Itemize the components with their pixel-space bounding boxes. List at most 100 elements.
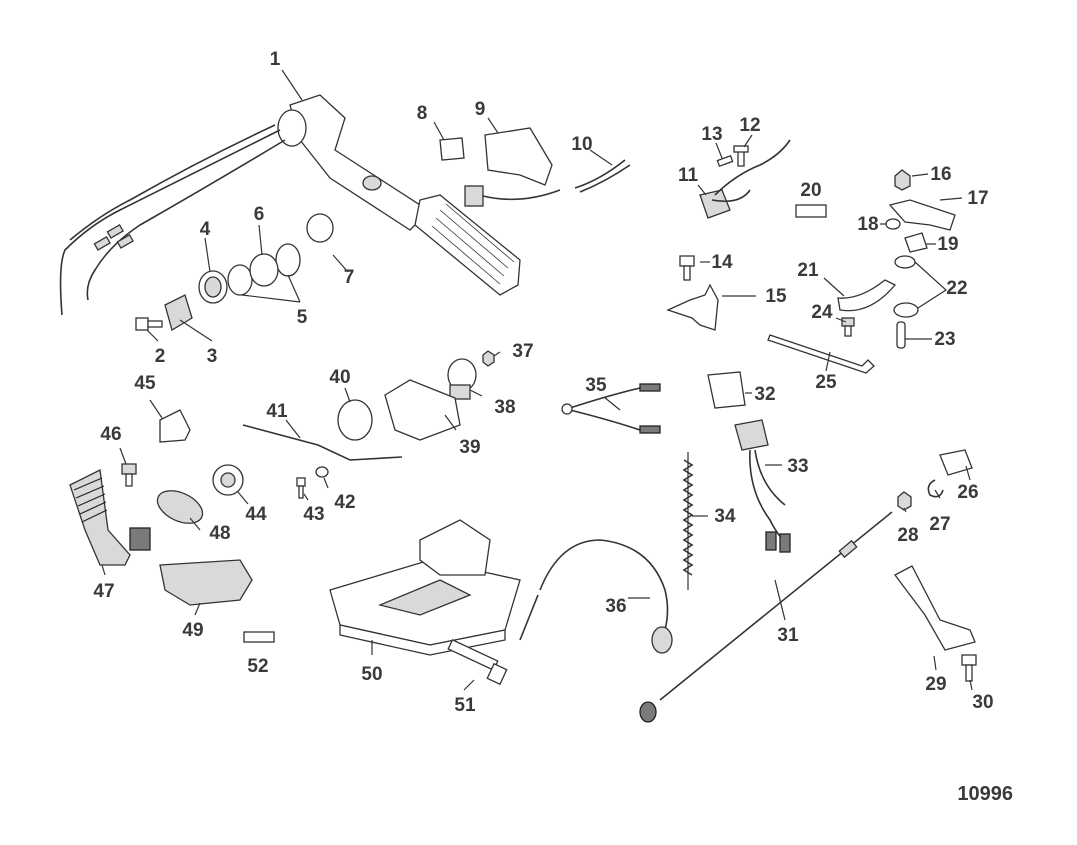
washer-18-part: [885, 218, 901, 230]
plate-19-part: [904, 232, 928, 253]
figure-number: 10996: [957, 783, 1013, 805]
callout-23: 23: [934, 329, 955, 350]
screw-24-part: [841, 317, 855, 337]
screw-30-part: [961, 654, 977, 682]
callout-8: 8: [417, 103, 428, 124]
washer-5b-part: [275, 243, 301, 277]
callout-40: 40: [329, 367, 350, 388]
callout-38: 38: [494, 397, 515, 418]
callout-5: 5: [297, 307, 308, 328]
callout-33: 33: [787, 456, 808, 477]
washer-22a-part: [894, 255, 916, 269]
fitting-26-part: [939, 449, 973, 476]
nut-28-part: [897, 491, 912, 511]
callout-41: 41: [266, 401, 288, 422]
callout-25: 25: [815, 372, 837, 393]
callout-9: 9: [475, 99, 486, 120]
callout-27: 27: [929, 514, 950, 535]
callout-labels: 1 2 3 4 5 6 7 8 9 10 11 12 13 14 15 16 1…: [93, 49, 993, 716]
nut-37-part: [482, 350, 495, 367]
cover-45-part: [159, 409, 191, 443]
callout-1: 1: [270, 49, 281, 70]
disc-7-part: [306, 213, 334, 243]
washer-22b-part: [893, 302, 919, 318]
screw-12-part: [733, 145, 749, 167]
rod-41-part: [242, 424, 403, 461]
harness-10-part: [464, 159, 631, 207]
harness-33-part: [734, 419, 791, 553]
screw-46-part: [121, 463, 137, 487]
leader-lines: [101, 69, 973, 691]
pin-23-part: [896, 321, 906, 349]
cap-44-part: [212, 464, 244, 496]
plate-3-part: [164, 294, 193, 331]
lever-17-part: [888, 199, 956, 231]
wire-35-part: [561, 383, 661, 434]
cord-36-part: [519, 539, 673, 654]
arm-21-part: [837, 279, 897, 312]
spring-34-part: [682, 452, 694, 590]
callout-49: 49: [182, 620, 203, 641]
callout-20: 20: [800, 180, 821, 201]
bushing-4-part: [198, 270, 228, 304]
callout-26: 26: [957, 482, 978, 503]
callout-13: 13: [701, 124, 722, 145]
decal-52-part: [243, 631, 275, 643]
clip-27-part: [927, 479, 944, 498]
callout-42: 42: [334, 492, 355, 513]
callout-2: 2: [155, 346, 166, 367]
callout-46: 46: [100, 424, 121, 445]
ring-6-part: [249, 253, 279, 287]
callout-21: 21: [797, 260, 819, 281]
cable-31-part: [639, 511, 893, 723]
decal-20-part: [795, 204, 827, 218]
callout-12: 12: [739, 115, 760, 136]
callout-32: 32: [754, 384, 775, 405]
callout-51: 51: [454, 695, 476, 716]
callout-43: 43: [303, 504, 324, 525]
switch-11-part: [699, 139, 791, 219]
nut-16-part: [894, 169, 911, 191]
callout-30: 30: [972, 692, 993, 713]
clip-32-part: [707, 371, 746, 409]
callout-39: 39: [459, 437, 480, 458]
callout-28: 28: [897, 525, 918, 546]
callout-29: 29: [925, 674, 946, 695]
grip-47-part: [69, 469, 151, 566]
callout-7: 7: [344, 267, 355, 288]
strap-25-part: [767, 334, 875, 374]
housing-50-part: [329, 519, 521, 656]
callout-52: 52: [247, 656, 268, 677]
callout-11: 11: [678, 165, 699, 186]
link-13-part: [716, 154, 734, 168]
callout-6: 6: [254, 204, 265, 225]
washer-42-part: [315, 466, 329, 478]
callout-44: 44: [245, 504, 267, 525]
bolt-51-part: [447, 639, 508, 686]
callout-3: 3: [207, 346, 218, 367]
callout-31: 31: [777, 625, 799, 646]
screw-2-part: [135, 317, 163, 331]
bracket-39-part: [384, 379, 461, 441]
washer-5a-part: [227, 264, 253, 296]
cover-49-part: [159, 559, 253, 606]
callout-37: 37: [512, 341, 533, 362]
callout-17: 17: [967, 188, 988, 209]
tiller-handle-part: [59, 94, 521, 316]
clip-8-part: [439, 137, 465, 161]
callout-18: 18: [857, 214, 878, 235]
bracket-9-part: [484, 127, 553, 186]
callout-16: 16: [930, 164, 951, 185]
callout-10: 10: [571, 134, 592, 155]
callout-22: 22: [946, 278, 967, 299]
callout-19: 19: [937, 234, 958, 255]
callout-34: 34: [714, 506, 736, 527]
callout-47: 47: [93, 581, 114, 602]
bracket-15-part: [666, 283, 719, 331]
disc-40-part: [337, 399, 373, 441]
callout-24: 24: [811, 302, 833, 323]
screw-14-part: [679, 255, 695, 281]
seal-48-part: [156, 490, 204, 524]
callout-48: 48: [209, 523, 230, 544]
